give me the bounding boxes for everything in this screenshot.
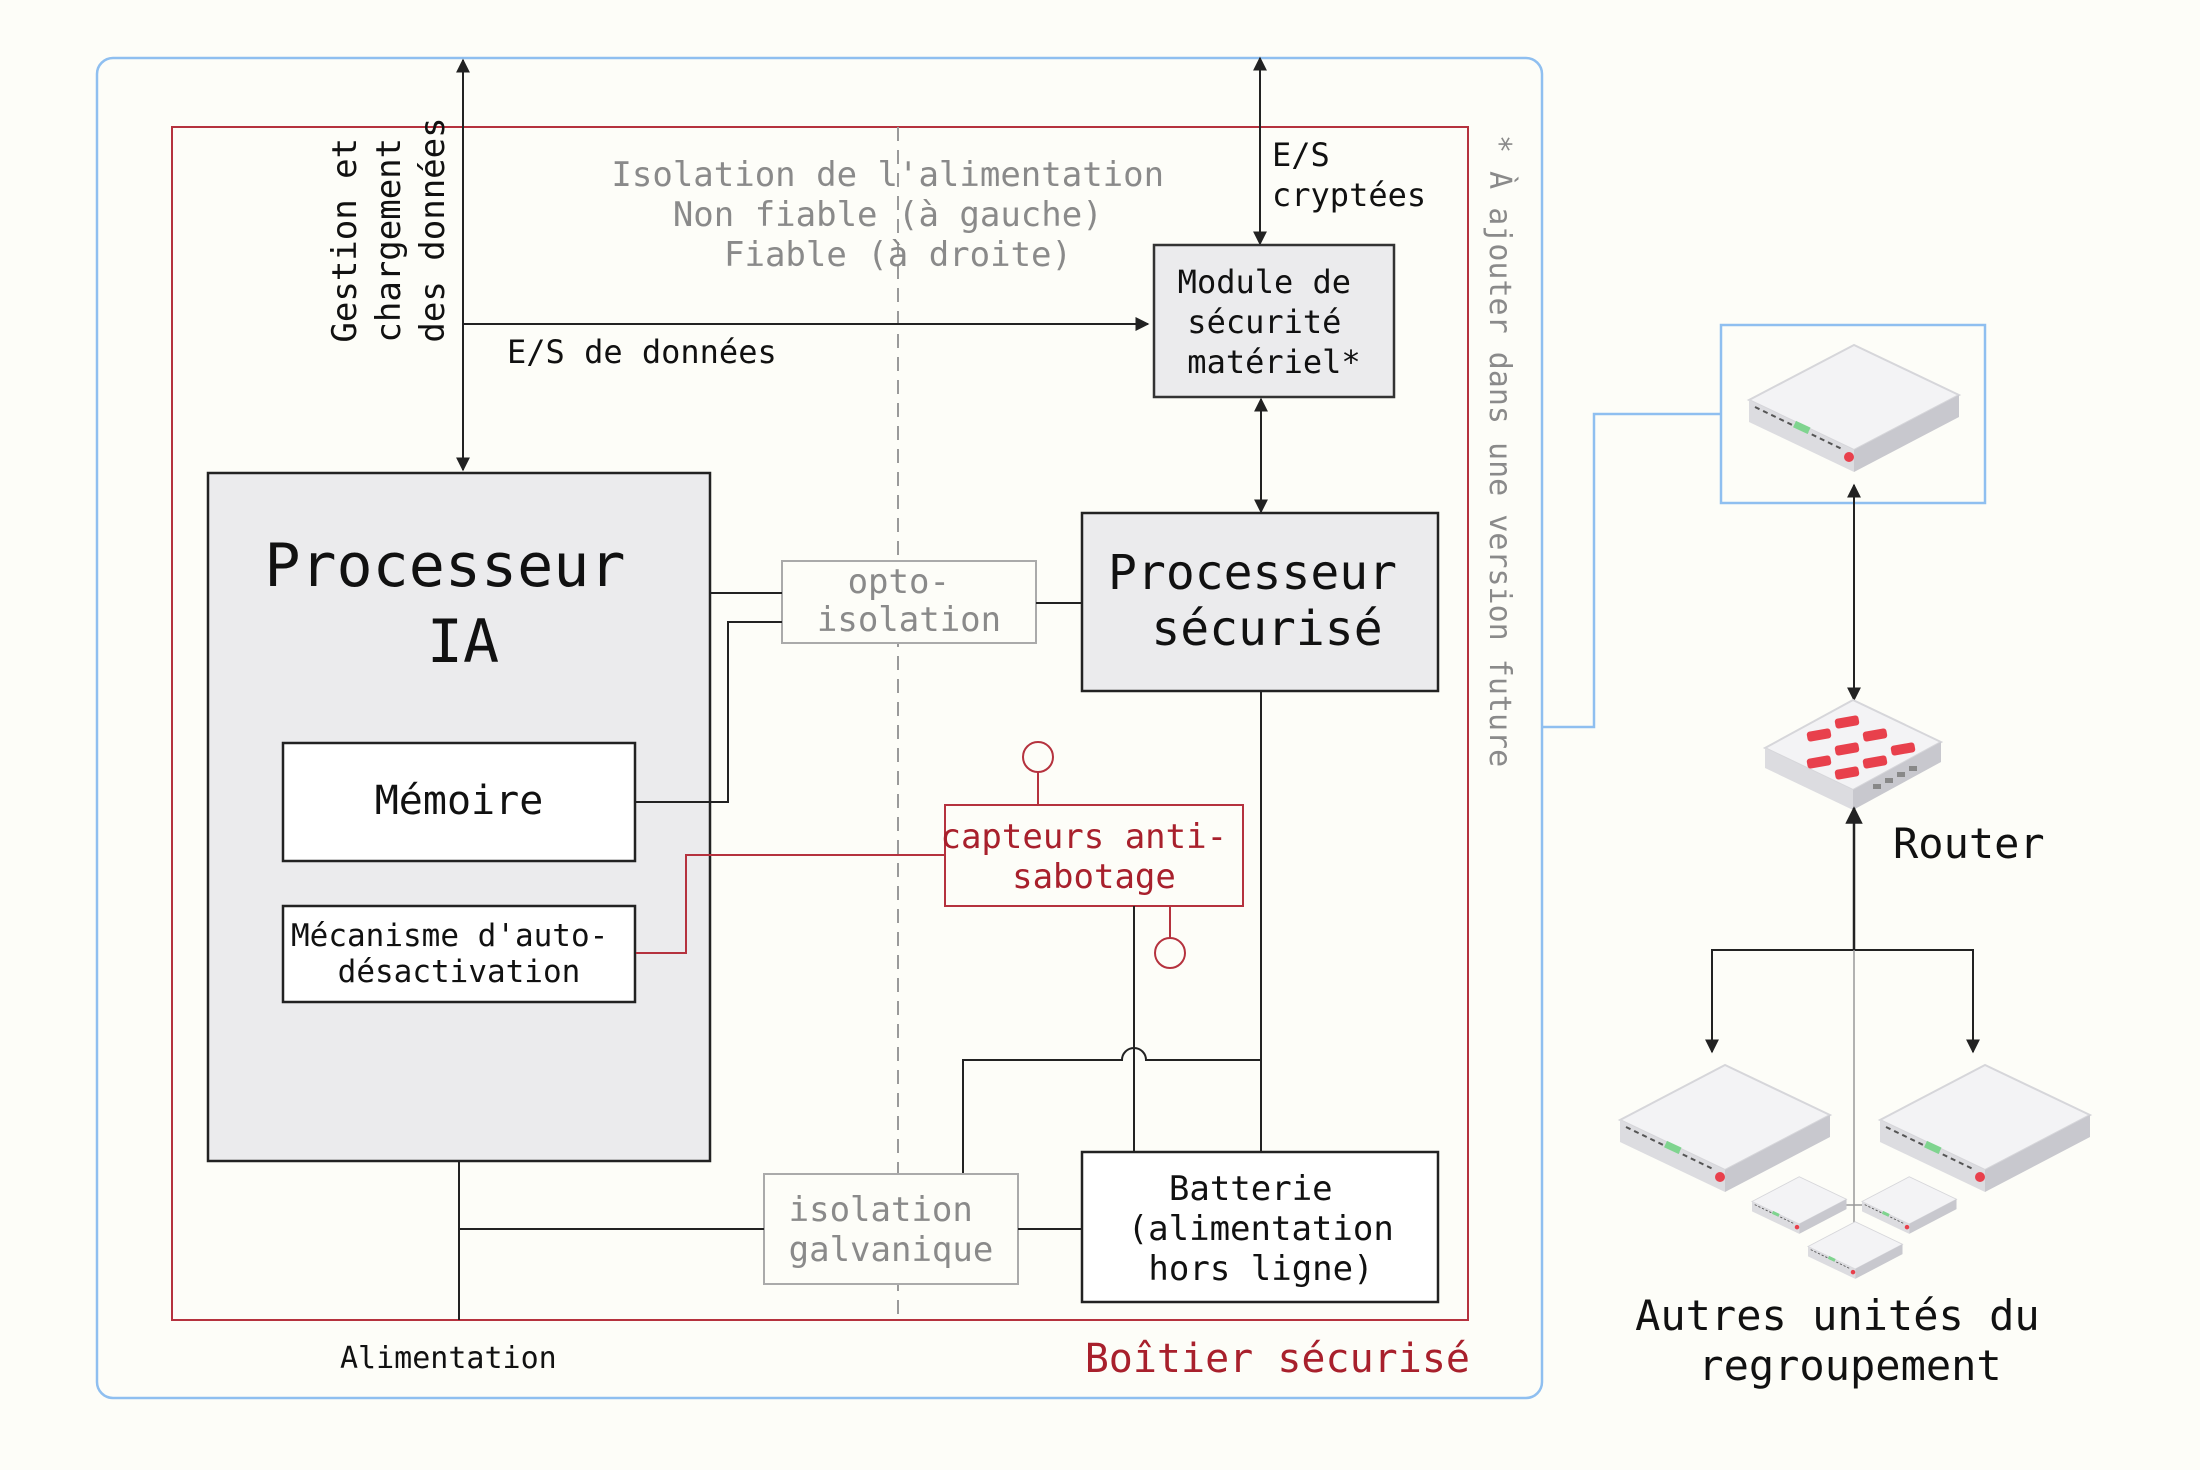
sensor-probe-top-icon — [1022, 741, 1054, 773]
secure-processor-box — [1080, 511, 1440, 693]
secure-enclosure-frame — [171, 126, 1469, 1321]
self-disable-box — [281, 904, 637, 1004]
encrypted-io-label: E/S cryptées — [1272, 136, 1426, 214]
future-version-note: * À ajouter dans une version future — [1482, 135, 1518, 767]
sensor-probe-bottom-icon — [1154, 937, 1186, 969]
secure-enclosure-label: Boîtier sécurisé — [1085, 1336, 1470, 1382]
router-label: Router — [1893, 819, 2045, 868]
battery-box — [1080, 1150, 1440, 1304]
memory-opto-link — [636, 621, 782, 803]
galvanic-battery-bus — [962, 1047, 1261, 1174]
tamper-sensors-label: capteurs anti- sabotage — [940, 817, 1247, 897]
router-device-icon — [1762, 698, 1944, 810]
unit-uplink — [1542, 412, 1721, 729]
opto-isolation-label: opto- isolation — [817, 562, 1001, 640]
self-disable-label: Mécanisme d'auto- désactivation — [291, 918, 627, 990]
opto-isolation-box — [781, 560, 1037, 644]
memory-label: Mémoire — [375, 778, 544, 824]
hsm-box — [1152, 243, 1396, 399]
server-device-icon — [1748, 344, 1960, 473]
server-device-icon — [1619, 1064, 1831, 1193]
galvanic-isolation-label: isolation galvanique — [789, 1190, 994, 1270]
other-units-label: Autres unités du regroupement — [1635, 1291, 2065, 1390]
battery-label: Batterie (alimentation hors ligne) — [1128, 1169, 1415, 1289]
power-label: Alimentation — [340, 1341, 557, 1376]
memory-box — [281, 741, 637, 863]
server-device-icon — [1879, 1064, 2091, 1193]
secure-processor-label: Processeur sécurisé — [1108, 545, 1426, 657]
cluster-fanout — [1705, 949, 1980, 1054]
hsm-label: Module de sécurité matériel* — [1178, 263, 1371, 381]
server-device-icon — [1751, 1176, 1847, 1235]
server-device-icon — [1861, 1176, 1957, 1235]
galvanic-isolation-box — [763, 1173, 1019, 1285]
sensor-self-disable-link — [636, 854, 945, 954]
tamper-sensors-box — [944, 804, 1244, 907]
isolation-note: Isolation de l'alimentation Non fiable (… — [611, 155, 1184, 275]
management-label: Gestion et chargement des données — [325, 117, 453, 342]
server-device-icon — [1807, 1221, 1903, 1280]
ai-processor-label: Processeur IA — [264, 531, 661, 677]
data-io-label: E/S de données — [507, 333, 777, 371]
